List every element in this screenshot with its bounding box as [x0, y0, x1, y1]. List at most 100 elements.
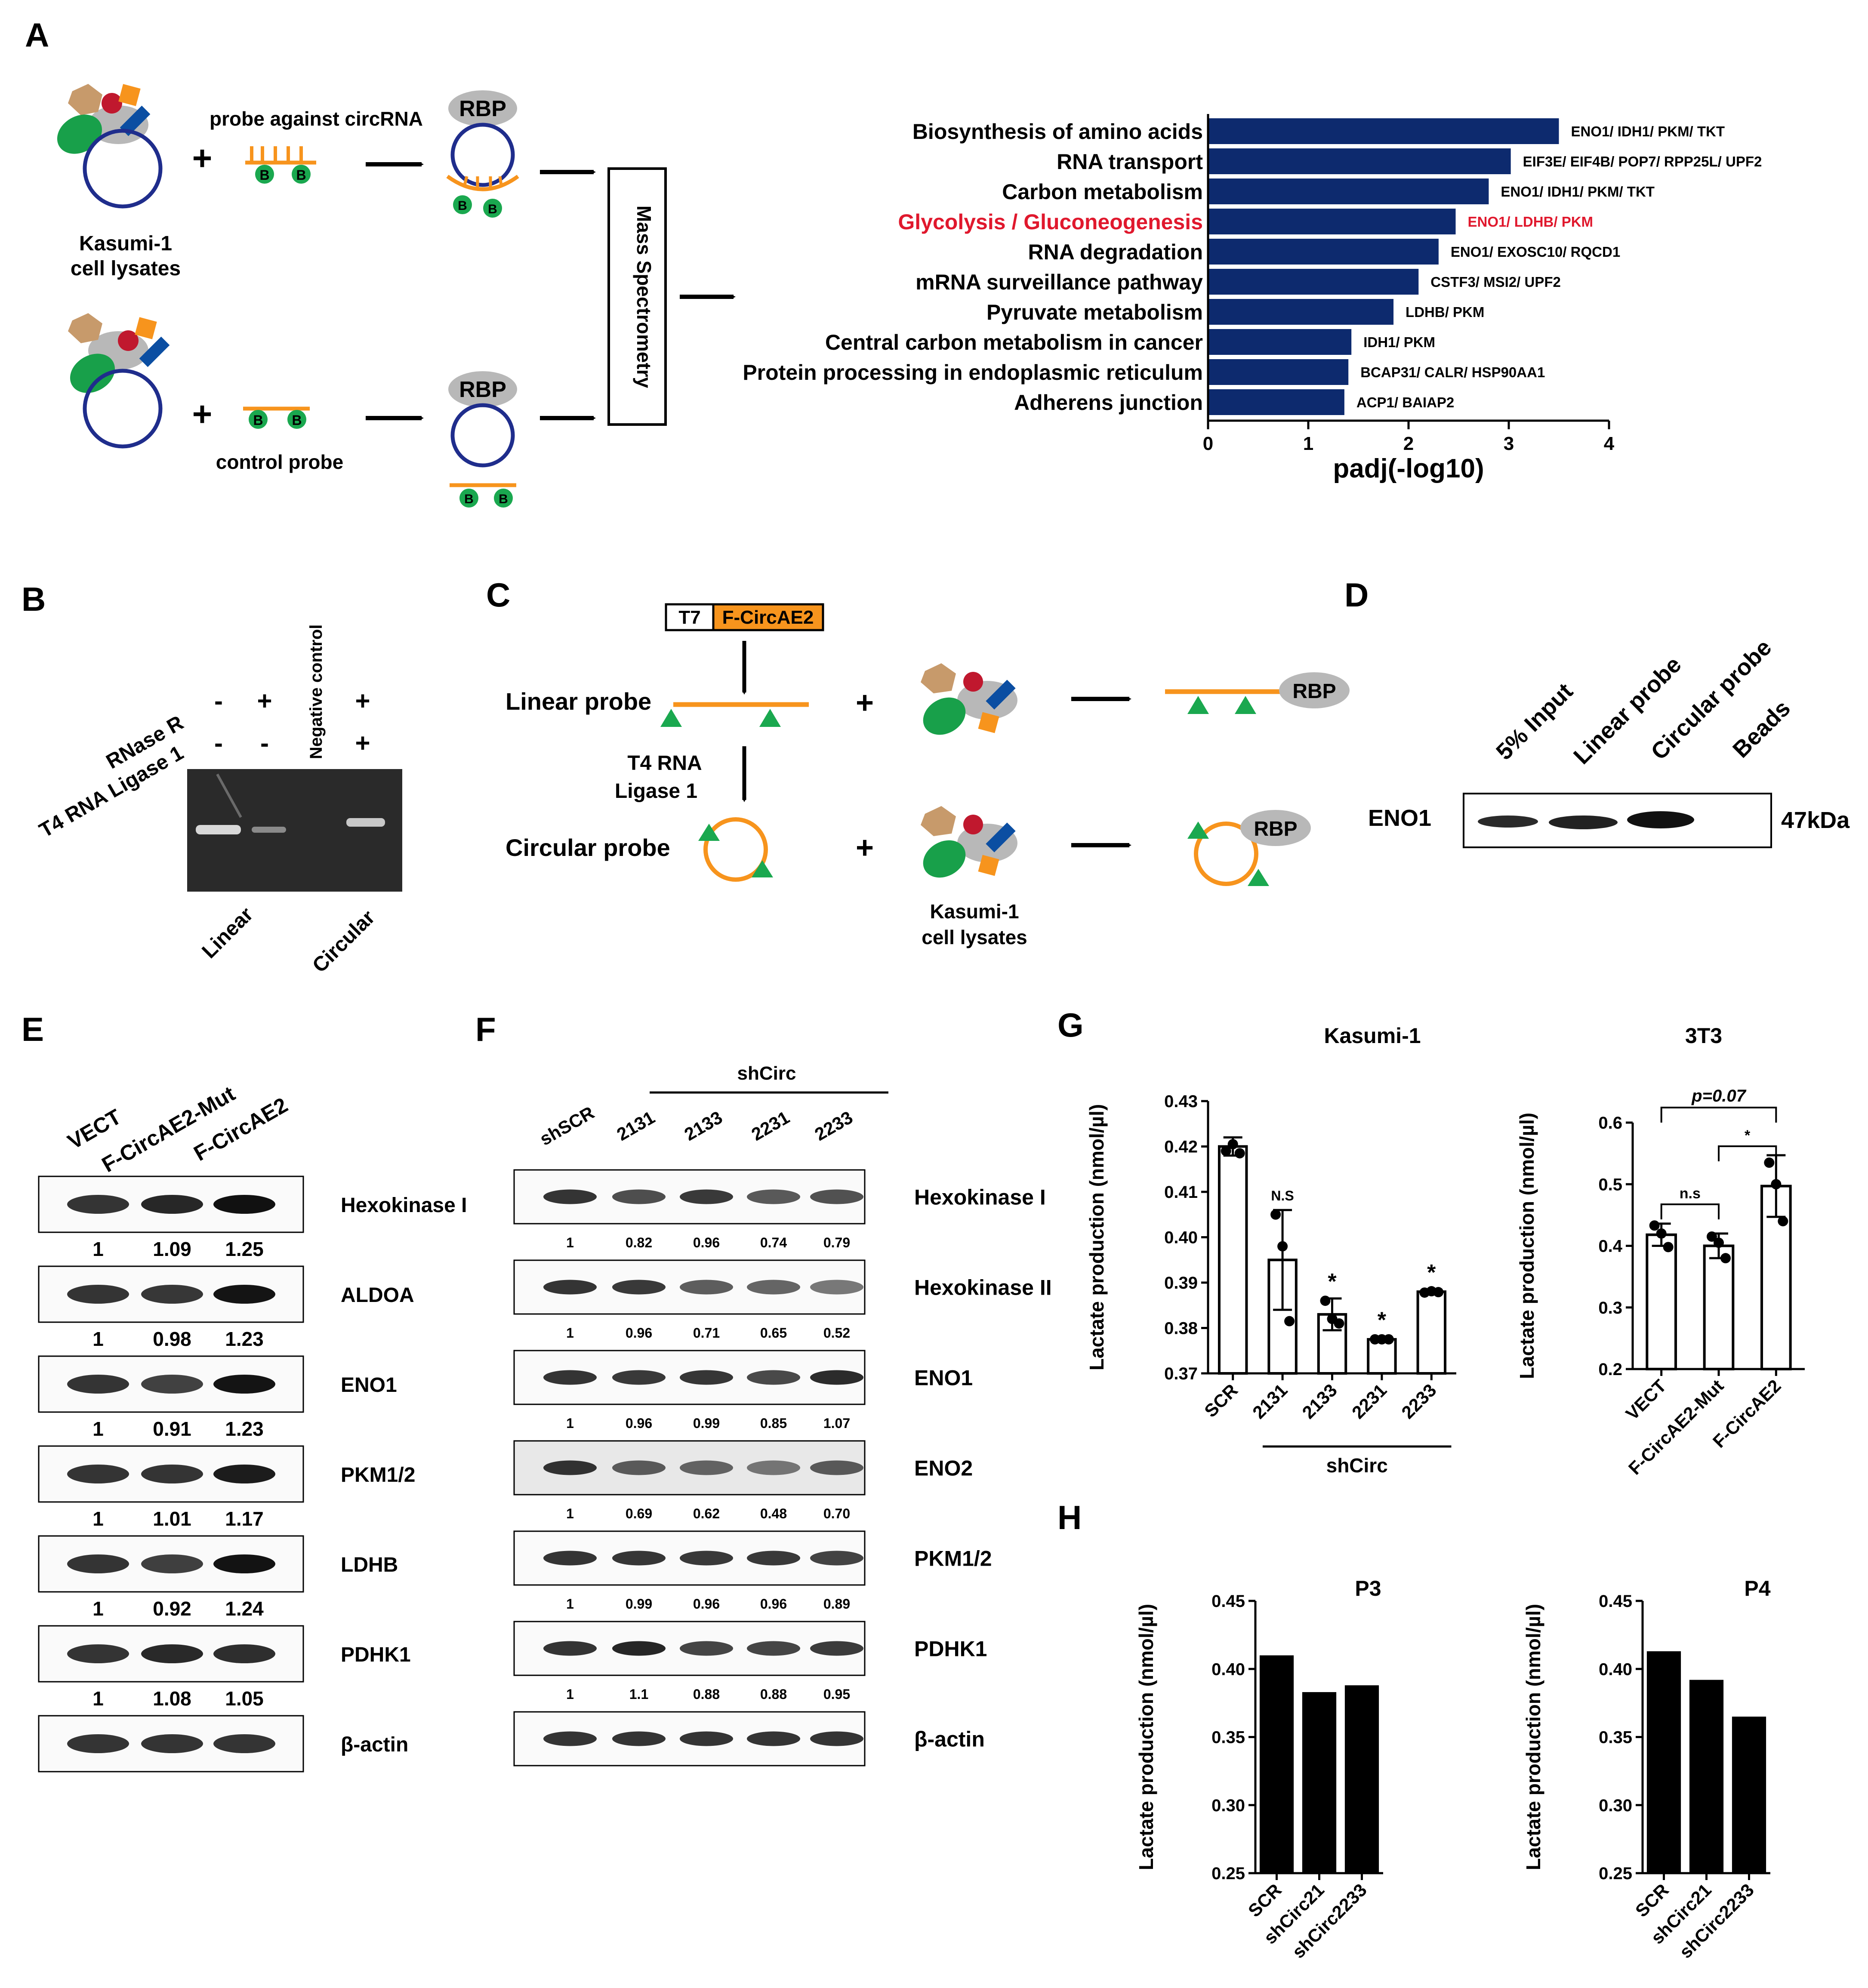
kegg-x-tick-label: 3 — [1504, 433, 1514, 454]
x-tick-label: 2131 — [1248, 1380, 1291, 1422]
protein-cluster-icon — [57, 84, 163, 209]
comparison-label: * — [1745, 1127, 1751, 1144]
blot-quant-value: 1.25 — [225, 1238, 264, 1260]
lane-label: 2131 — [613, 1107, 658, 1145]
blot-band — [612, 1731, 666, 1746]
protein-cluster-icon — [68, 313, 170, 449]
construct-box — [712, 603, 824, 631]
blot-band — [747, 1641, 800, 1656]
kegg-category-label: Glycolysis / Gluconeogenesis — [898, 210, 1203, 234]
lactate-chart-kasumi: Kasumi-10.370.380.390.400.410.420.43Lact… — [1085, 1024, 1456, 1477]
blot-quant-value: 1 — [92, 1328, 104, 1350]
blot-band — [612, 1370, 666, 1385]
blot-band — [680, 1641, 733, 1656]
panel-letter-c: C — [486, 576, 510, 614]
blot-quant-value: 1.09 — [153, 1238, 191, 1260]
blot-quant-value: 0.65 — [760, 1325, 787, 1341]
y-tick-label: 0.40 — [1211, 1660, 1245, 1679]
gel-sign: + — [257, 686, 272, 715]
circrna-probe-icon: B B — [245, 146, 316, 184]
lysate-label-1: Kasumi-1 — [930, 900, 1019, 923]
blot-protein-label: β-actin — [914, 1727, 985, 1751]
panel-letter-e: E — [22, 1010, 44, 1048]
blot-band — [747, 1189, 800, 1204]
protein-cluster-icon — [921, 806, 1017, 878]
kegg-bar — [1208, 209, 1456, 234]
chart-title: Kasumi-1 — [1324, 1024, 1421, 1048]
gel-band — [252, 827, 286, 833]
blot-protein-label: ENO1 — [341, 1374, 397, 1397]
lane-label: 5% Input — [1491, 678, 1578, 765]
blot-quant-value: 0.82 — [626, 1235, 652, 1250]
blot-quant-value: 1 — [92, 1687, 104, 1710]
blot-band — [141, 1644, 203, 1663]
blot-quant-value: 0.96 — [626, 1416, 652, 1431]
kegg-category-label: Biosynthesis of amino acids — [912, 120, 1203, 144]
kegg-bar — [1208, 389, 1344, 415]
kegg-gene-label: IDH1/ PKM — [1363, 334, 1435, 350]
kegg-gene-label: CSTF3/ MSI2/ UPF2 — [1430, 274, 1561, 290]
bar — [1646, 1651, 1681, 1873]
blot-protein-label: PDHK1 — [341, 1643, 411, 1666]
blot-quant-value: 0.96 — [626, 1325, 652, 1341]
x-tick-label: 2231 — [1348, 1380, 1390, 1422]
bead-label: B — [488, 202, 497, 216]
chart-title: 3T3 — [1685, 1024, 1722, 1048]
rbp-icon — [1279, 672, 1350, 708]
bead-label: B — [464, 492, 474, 506]
blot-protein-label: ALDOA — [341, 1284, 414, 1307]
blot-quant-value: 0.99 — [626, 1596, 652, 1612]
blot-quant-value: 1.24 — [225, 1597, 264, 1620]
molecular-weight-label: 47kDa — [1781, 807, 1850, 833]
lane-label: 2231 — [748, 1107, 793, 1145]
kegg-category-label: Adherens junction — [1014, 391, 1203, 415]
blot-quant-value: 1 — [92, 1508, 104, 1530]
blot-band — [67, 1554, 129, 1573]
blot-band — [141, 1734, 203, 1753]
blot-band — [213, 1465, 275, 1483]
data-point — [1714, 1237, 1724, 1248]
data-point — [1284, 1316, 1295, 1326]
bead-label: B — [259, 167, 269, 183]
blot-quant-value: 1.08 — [153, 1687, 191, 1710]
circular-probe-label: Circular probe — [506, 834, 670, 861]
data-point — [1433, 1287, 1444, 1298]
blot-quant-value: 0.92 — [153, 1597, 191, 1620]
data-point — [1383, 1334, 1394, 1345]
blot-band — [680, 1731, 733, 1746]
biotin-icon — [752, 860, 773, 877]
blot-band — [141, 1195, 203, 1214]
blot-band — [213, 1554, 275, 1573]
circular-probe-icon — [703, 817, 768, 882]
kegg-category-label: Protein processing in endoplasmic reticu… — [743, 360, 1203, 385]
kegg-bar — [1208, 359, 1349, 385]
blot-band — [213, 1285, 275, 1304]
mass-spectrometry-label: Mass Spectrometry — [633, 206, 655, 388]
blot-quant-value: 0.52 — [823, 1325, 850, 1341]
kegg-bar — [1208, 299, 1394, 325]
chart-title: P4 — [1744, 1576, 1770, 1600]
blot-quant-value: 0.96 — [693, 1596, 720, 1612]
blot-protein-label: PKM1/2 — [914, 1547, 992, 1571]
blot-protein-label: ENO2 — [914, 1456, 973, 1480]
blot-band — [213, 1644, 275, 1663]
blot-band — [543, 1280, 597, 1295]
x-tick-label: SCR — [1200, 1380, 1242, 1421]
t7-label: T7 — [678, 607, 700, 628]
blot-band — [543, 1641, 597, 1656]
panel-c-schematic: T7 F-CircAE2 Linear probe T4 RNA Ligase … — [506, 603, 1350, 948]
comparison-bracket — [1660, 1107, 1777, 1123]
y-tick-label: 0.25 — [1599, 1864, 1632, 1883]
biotin-icon — [1187, 696, 1209, 714]
blot-quant-value: 1.23 — [225, 1418, 264, 1440]
blot-band — [67, 1644, 129, 1663]
group-label: shCirc — [737, 1063, 796, 1084]
y-tick-label: 0.39 — [1164, 1274, 1198, 1293]
biotin-icon — [759, 709, 781, 727]
blot-band — [680, 1189, 733, 1204]
kegg-x-tick-label: 0 — [1203, 433, 1213, 454]
data-point — [1771, 1179, 1782, 1190]
blot-band — [1478, 816, 1538, 828]
blot-quant-value: 1.23 — [225, 1328, 264, 1350]
